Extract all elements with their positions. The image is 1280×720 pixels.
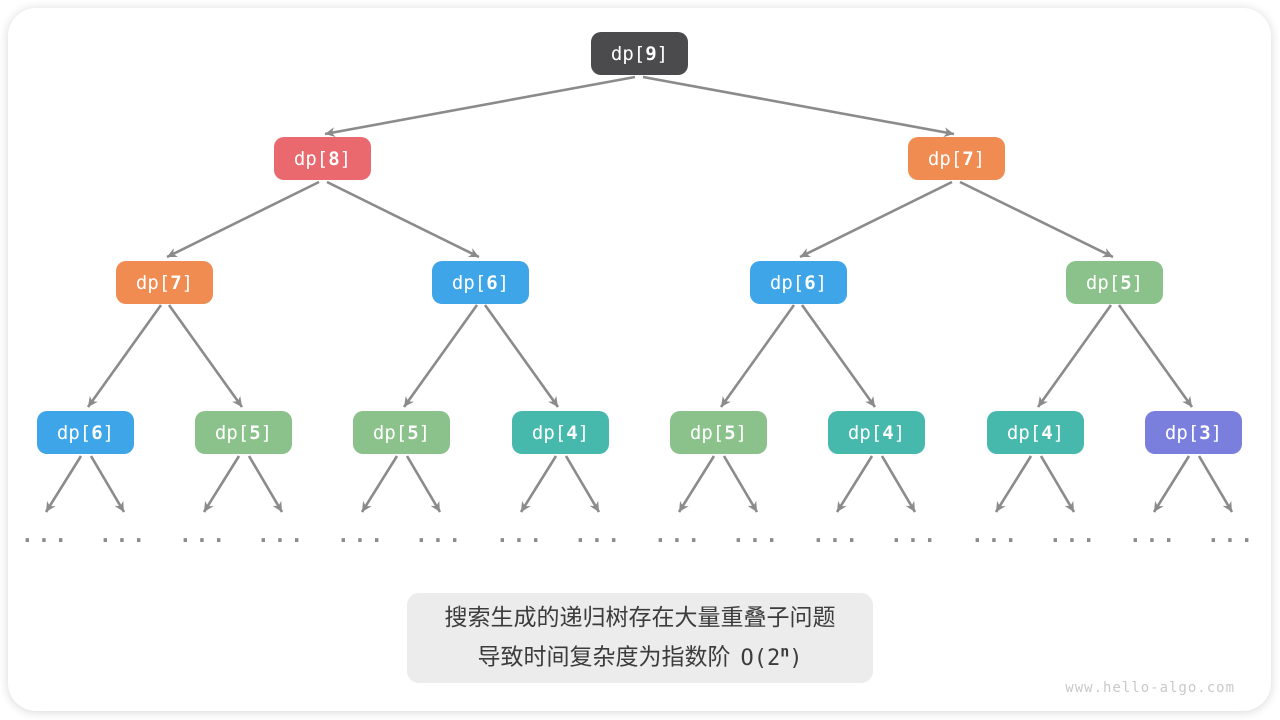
node-label: ] [577,421,590,444]
node-label: dp[ [927,147,963,170]
tree-node-dp8: dp[8] [274,137,371,180]
node-label: ] [893,421,906,444]
node-label-number: 4 [1041,421,1053,444]
caption-line-2-text: 导致时间复杂度为指数阶 [477,643,731,670]
node-label-number: 6 [91,421,103,444]
ellipsis: ... [257,523,307,547]
node-label: dp[ [214,421,250,444]
node-label: dp[ [135,271,171,294]
tree-node-dp5: dp[5] [353,411,450,454]
node-label-number: 5 [724,421,736,444]
caption-line-2: 导致时间复杂度为指数阶 O(2n) [477,634,802,675]
ellipsis: ... [971,523,1021,547]
node-label: ] [497,271,510,294]
tree-node-dp6: dp[6] [37,411,134,454]
ellipsis: ... [1049,523,1099,547]
tree-node-dp4: dp[4] [512,411,609,454]
node-label: dp[ [531,421,567,444]
node-label: dp[ [1006,421,1042,444]
node-label-number: 6 [804,271,816,294]
node-label: dp[ [451,271,487,294]
ellipsis: ... [1207,523,1257,547]
ellipsis: ... [21,523,71,547]
node-label-number: 3 [1199,421,1211,444]
ellipsis: ... [812,523,862,547]
node-label: ] [735,421,748,444]
node-label: ] [656,42,669,65]
watermark: www.hello-algo.com [1065,680,1235,696]
node-label: ] [815,271,828,294]
node-label-number: 4 [566,421,578,444]
ellipsis: ... [654,523,704,547]
ellipsis: ... [99,523,149,547]
node-label-number: 7 [962,147,974,170]
caption-line-1: 搜索生成的递归树存在大量重叠子问题 [444,604,836,631]
ellipsis: ... [732,523,782,547]
node-label: ] [102,421,115,444]
node-label: dp[ [372,421,408,444]
node-label: dp[ [847,421,883,444]
tree-node-dp4: dp[4] [828,411,925,454]
tree-node-dp9-root: dp[9] [591,32,688,75]
node-label: ] [181,271,194,294]
complexity-formula: O(2n) [740,642,803,671]
node-label-number: 9 [645,42,657,65]
ellipsis: ... [574,523,624,547]
node-label: dp[ [610,42,646,65]
node-label: dp[ [689,421,725,444]
node-label: dp[ [56,421,92,444]
ellipsis: ... [179,523,229,547]
tree-node-dp6: dp[6] [432,261,529,304]
tree-node-dp7: dp[7] [908,137,1005,180]
ellipsis: ... [890,523,940,547]
tree-node-dp6: dp[6] [750,261,847,304]
tree-node-dp5: dp[5] [195,411,292,454]
node-label: ] [418,421,431,444]
node-label-number: 7 [170,271,182,294]
ellipsis: ... [496,523,546,547]
node-label: ] [1131,271,1144,294]
node-label: dp[ [769,271,805,294]
ellipsis: ... [415,523,465,547]
tree-node-dp5: dp[5] [1066,261,1163,304]
tree-node-dp3: dp[3] [1145,411,1242,454]
node-label: dp[ [1085,271,1121,294]
tree-node-dp4: dp[4] [987,411,1084,454]
node-label-number: 6 [486,271,498,294]
ellipsis: ... [1129,523,1179,547]
node-label: ] [339,147,352,170]
tree-node-dp7: dp[7] [116,261,213,304]
caption-box: 搜索生成的递归树存在大量重叠子问题 导致时间复杂度为指数阶 O(2n) [407,593,873,683]
node-label-number: 5 [249,421,261,444]
node-label: ] [973,147,986,170]
node-label-number: 8 [328,147,340,170]
node-label: ] [260,421,273,444]
node-label-number: 5 [1120,271,1132,294]
tree-node-dp5: dp[5] [670,411,767,454]
node-label: ] [1052,421,1065,444]
node-label-number: 4 [882,421,894,444]
ellipsis: ... [337,523,387,547]
node-label: ] [1210,421,1223,444]
node-label: dp[ [1164,421,1200,444]
node-label-number: 5 [407,421,419,444]
node-label: dp[ [293,147,329,170]
